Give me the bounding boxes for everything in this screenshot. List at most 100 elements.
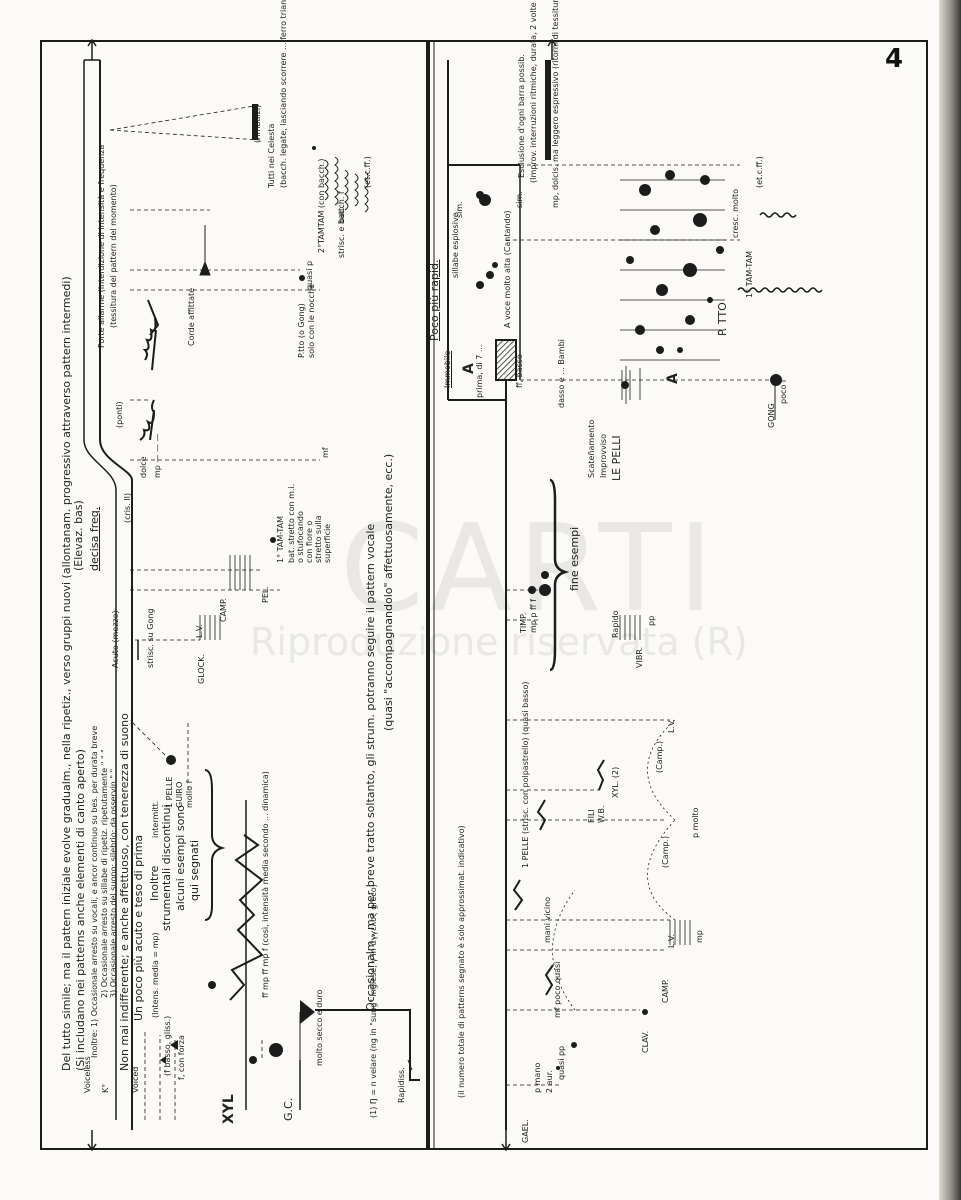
watermark-caption: Riproduzione riservata (R) xyxy=(250,620,748,664)
inoltre-5: qui segnati xyxy=(188,839,201,901)
label-fine-esempi: fine esempi xyxy=(568,526,581,591)
inoltre-brace xyxy=(204,769,226,921)
footnote-top: (1) Ŋ = n velare (ng in "sung" inglese, … xyxy=(369,884,378,1118)
label-glock: GLOCK. xyxy=(197,653,206,684)
label-due-aur: 2 aur. xyxy=(545,1070,554,1093)
page-number: 4 xyxy=(885,44,904,74)
label-gong: GONG xyxy=(767,403,776,428)
label-esclus-2: (Improv. interruzioni ritmiche, durata, … xyxy=(529,0,538,183)
label-cresc: cresc. molto xyxy=(731,188,740,238)
label-mani: mani vicino xyxy=(543,896,552,943)
label-quasi-pp: quasi pp xyxy=(557,1045,566,1080)
label-le-pelli: LE PELLI xyxy=(610,435,623,481)
label-bacch-f: bacch. f xyxy=(337,191,346,223)
label-lv2: L.V. xyxy=(667,719,676,733)
label-tamtam2: 2°TAMTAM (con bacch.) xyxy=(317,158,326,253)
gc-dot xyxy=(269,1043,283,1057)
label-poco-piu: Poco più rapid. xyxy=(428,259,441,341)
label-k: K° xyxy=(101,1083,110,1093)
label-con-forza: f, con forza xyxy=(177,1035,186,1080)
label-camp-b: CAMP. xyxy=(661,978,670,1003)
label-prima: prima, di 7 ... xyxy=(475,344,484,398)
label-clav: CLAV. xyxy=(641,1030,650,1053)
label-tamtam-note-2: o stufocando xyxy=(296,511,305,563)
label-tamtam-note-4: stretto sulla xyxy=(314,515,323,563)
label-lv-b: L.V. xyxy=(667,934,676,948)
label-fili: FILI xyxy=(587,809,596,823)
label-p-mp: mp — — — xyxy=(153,433,162,479)
label-improvviso: Improvviso xyxy=(599,434,608,478)
label-mf-poco: mf poco quasi xyxy=(553,961,562,1018)
label-scatenamento: Scateñamento xyxy=(587,419,596,478)
label-pp: pp xyxy=(647,615,656,626)
label-pel: PEL. xyxy=(261,586,270,603)
label-esclus-1: Esclusione d'ogni barra possib. xyxy=(517,54,526,178)
text-line-3: Inoltre: 1) Occasionale arresto su vocal… xyxy=(90,725,99,1058)
inoltre-4: alcuni esempi sono xyxy=(174,804,187,911)
xyl-zigzag xyxy=(229,834,264,1001)
label-rapido: Rapido xyxy=(611,610,620,638)
label-A-1: A xyxy=(665,373,681,384)
label-dcris: (cris. II) xyxy=(123,492,132,523)
text-line-2: (Si includano nei patterns anche element… xyxy=(74,749,87,1071)
label-freq-note-2: (tessitura del pattern del momento) xyxy=(109,184,118,328)
label-tamtam-note-5: superficie xyxy=(323,523,332,563)
label-sim-2: sim. xyxy=(515,191,524,208)
label-guiro: GUIRO xyxy=(175,781,184,808)
label-pto: P. TTO xyxy=(716,302,729,336)
label-ff-basso: ff, basso xyxy=(515,354,524,388)
dynamics-row: ff mp ff mp f (così, intensità media sec… xyxy=(261,771,270,998)
label-rapidiss: Rapidiss. xyxy=(397,1067,406,1103)
label-strisc-gong: strisc. su Gong xyxy=(146,608,155,669)
text-line-6: Non mai indifferente; e anche affettuoso… xyxy=(118,713,131,1071)
label-sillabe: sillabe esplosive xyxy=(451,212,460,278)
bottom-dots xyxy=(476,170,782,1070)
label-ritardo: (rimbalzi) xyxy=(253,104,262,143)
label-sim-1: sim. xyxy=(455,201,464,218)
label-piatti: P.tto (o Gong) xyxy=(297,303,306,358)
label-pmano: p mano xyxy=(533,1062,542,1093)
text-line-1: Del tutto simile; ma il pattern iniziale… xyxy=(60,276,73,1071)
label-immobile: Immobile xyxy=(443,350,452,388)
label-pelle: 1 PELLE xyxy=(165,776,174,808)
tempo-note-2: (Intens. media = mp) xyxy=(151,932,160,1018)
text-line-5: 3) Occasionale arresto del suono; silebr… xyxy=(109,768,118,998)
label-primo-tam: 1° TAM-TAM xyxy=(745,250,754,298)
label-poco-f: poco f xyxy=(779,379,788,404)
label-mp-dolce: mp, dolcis. ma leggero espressivo (ritor… xyxy=(551,0,560,208)
label-camp: CAMP. xyxy=(219,597,228,622)
label-A-2: A xyxy=(461,363,477,374)
label-timp: TIMP. xyxy=(519,612,528,633)
label-freq-note-1: Forte allarme (interdizione di intensità… xyxy=(97,144,106,348)
book-spine xyxy=(939,0,961,1200)
inoltre-2: intermitt. xyxy=(151,800,160,838)
label-decisa: decisa freq. xyxy=(88,506,101,571)
watermark-logo: CARTI xyxy=(340,500,720,639)
label-gael: GAEL. xyxy=(521,1119,530,1143)
label-mollo: mollo f xyxy=(185,780,194,808)
label-voiced: Voiced xyxy=(131,1066,140,1093)
label-a-voce: A voce molto alta (Cantando) xyxy=(503,210,512,328)
label-acuto: Acuto (mezzo) xyxy=(111,610,120,668)
label-camp2: (Camp.) xyxy=(661,835,670,868)
label-poco-molto: p molto xyxy=(691,807,700,838)
label-corde: Corde affittate xyxy=(187,287,196,346)
label-gc: G.C. xyxy=(282,1097,295,1121)
label-elevaz: (Elevaz. bas) xyxy=(72,500,85,571)
label-pelle-note: 1 PELLE (strisc. con polpastrello) (quas… xyxy=(521,681,530,868)
label-basso-pen: (f basso, gliss.) xyxy=(163,1015,172,1076)
pelli-stems xyxy=(620,179,725,404)
label-tutti-note: (bacch. legate, lasciando scorrere ... f… xyxy=(279,0,288,188)
label-quasi-p: quasi p xyxy=(305,260,314,290)
score-frame xyxy=(40,40,928,1150)
label-xyl: XYL xyxy=(221,1094,237,1124)
text-line-4: 2) Occasionale arresto su sillabe di rip… xyxy=(100,749,109,998)
tempo-note-1: Un poco più acuto e teso di prima xyxy=(132,834,145,1021)
middle-text-2: (quasi "accompagnandolo" affettuosamente… xyxy=(382,453,395,731)
inoltre-1: Inoltre xyxy=(148,865,161,901)
label-vibr: VIBR. xyxy=(635,646,644,668)
label-tamtam: 1° TAM-TAM xyxy=(276,515,285,563)
label-tamtam-note-3: con fiore o xyxy=(305,520,314,563)
